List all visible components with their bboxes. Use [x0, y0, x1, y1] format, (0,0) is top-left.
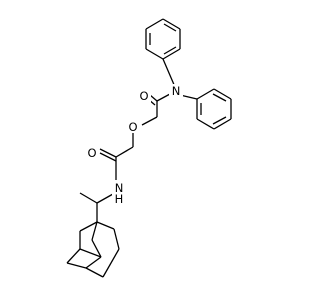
bond [162, 58, 176, 88]
aromatic-bond [163, 46, 177, 55]
bond [102, 248, 120, 278]
hydrogen-atom: H [115, 192, 124, 206]
carbonyl-bond [99, 148, 117, 158]
bond [66, 262, 87, 269]
aromatic-bond [212, 93, 227, 102]
atom-labels: N O O O N H [85, 84, 183, 206]
bond [85, 256, 102, 269]
bond [79, 248, 102, 258]
label-bg [126, 119, 140, 133]
label-bg [112, 181, 126, 195]
bond [162, 48, 181, 60]
label-bg [137, 89, 151, 103]
bond [91, 239, 102, 258]
phenyl-ring-right [196, 88, 232, 130]
aromatic-bond [212, 116, 227, 125]
carbonyl-bond [149, 94, 158, 102]
phenyl-ring-top [145, 18, 181, 60]
nitrogen-atom-bottom: N [115, 181, 124, 195]
bond [66, 248, 81, 264]
bond [156, 93, 171, 102]
molecule-svg: N O O O N H [66, 18, 232, 278]
bond [91, 221, 98, 241]
label-bg [85, 146, 99, 160]
bond [196, 118, 215, 130]
bond [162, 18, 181, 30]
bond [145, 48, 164, 60]
label-bg [169, 84, 183, 98]
bond [196, 88, 215, 100]
label-bg [112, 193, 126, 205]
molecule-diagram: N O O O N H [66, 18, 232, 278]
nitrogen-atom-top: N [172, 84, 181, 98]
bond [85, 267, 104, 278]
oxygen-atom-carbonyl-bottom: O [87, 146, 96, 160]
bond [115, 146, 134, 158]
bond [213, 118, 232, 130]
linker-chain [79, 133, 134, 222]
aromatic-bond [163, 23, 177, 32]
bond [213, 88, 232, 100]
bond [79, 221, 98, 232]
bond [141, 116, 158, 126]
oxygen-atom-ether: O [128, 120, 137, 134]
bond [145, 18, 164, 30]
bond [96, 193, 114, 204]
bond [113, 228, 120, 250]
methyl-bond [79, 192, 98, 204]
adamantane-cage [66, 221, 120, 278]
bond [96, 221, 115, 230]
oxygen-atom-carbonyl-top: O [139, 89, 148, 103]
carbonyl-bond [99, 152, 117, 162]
